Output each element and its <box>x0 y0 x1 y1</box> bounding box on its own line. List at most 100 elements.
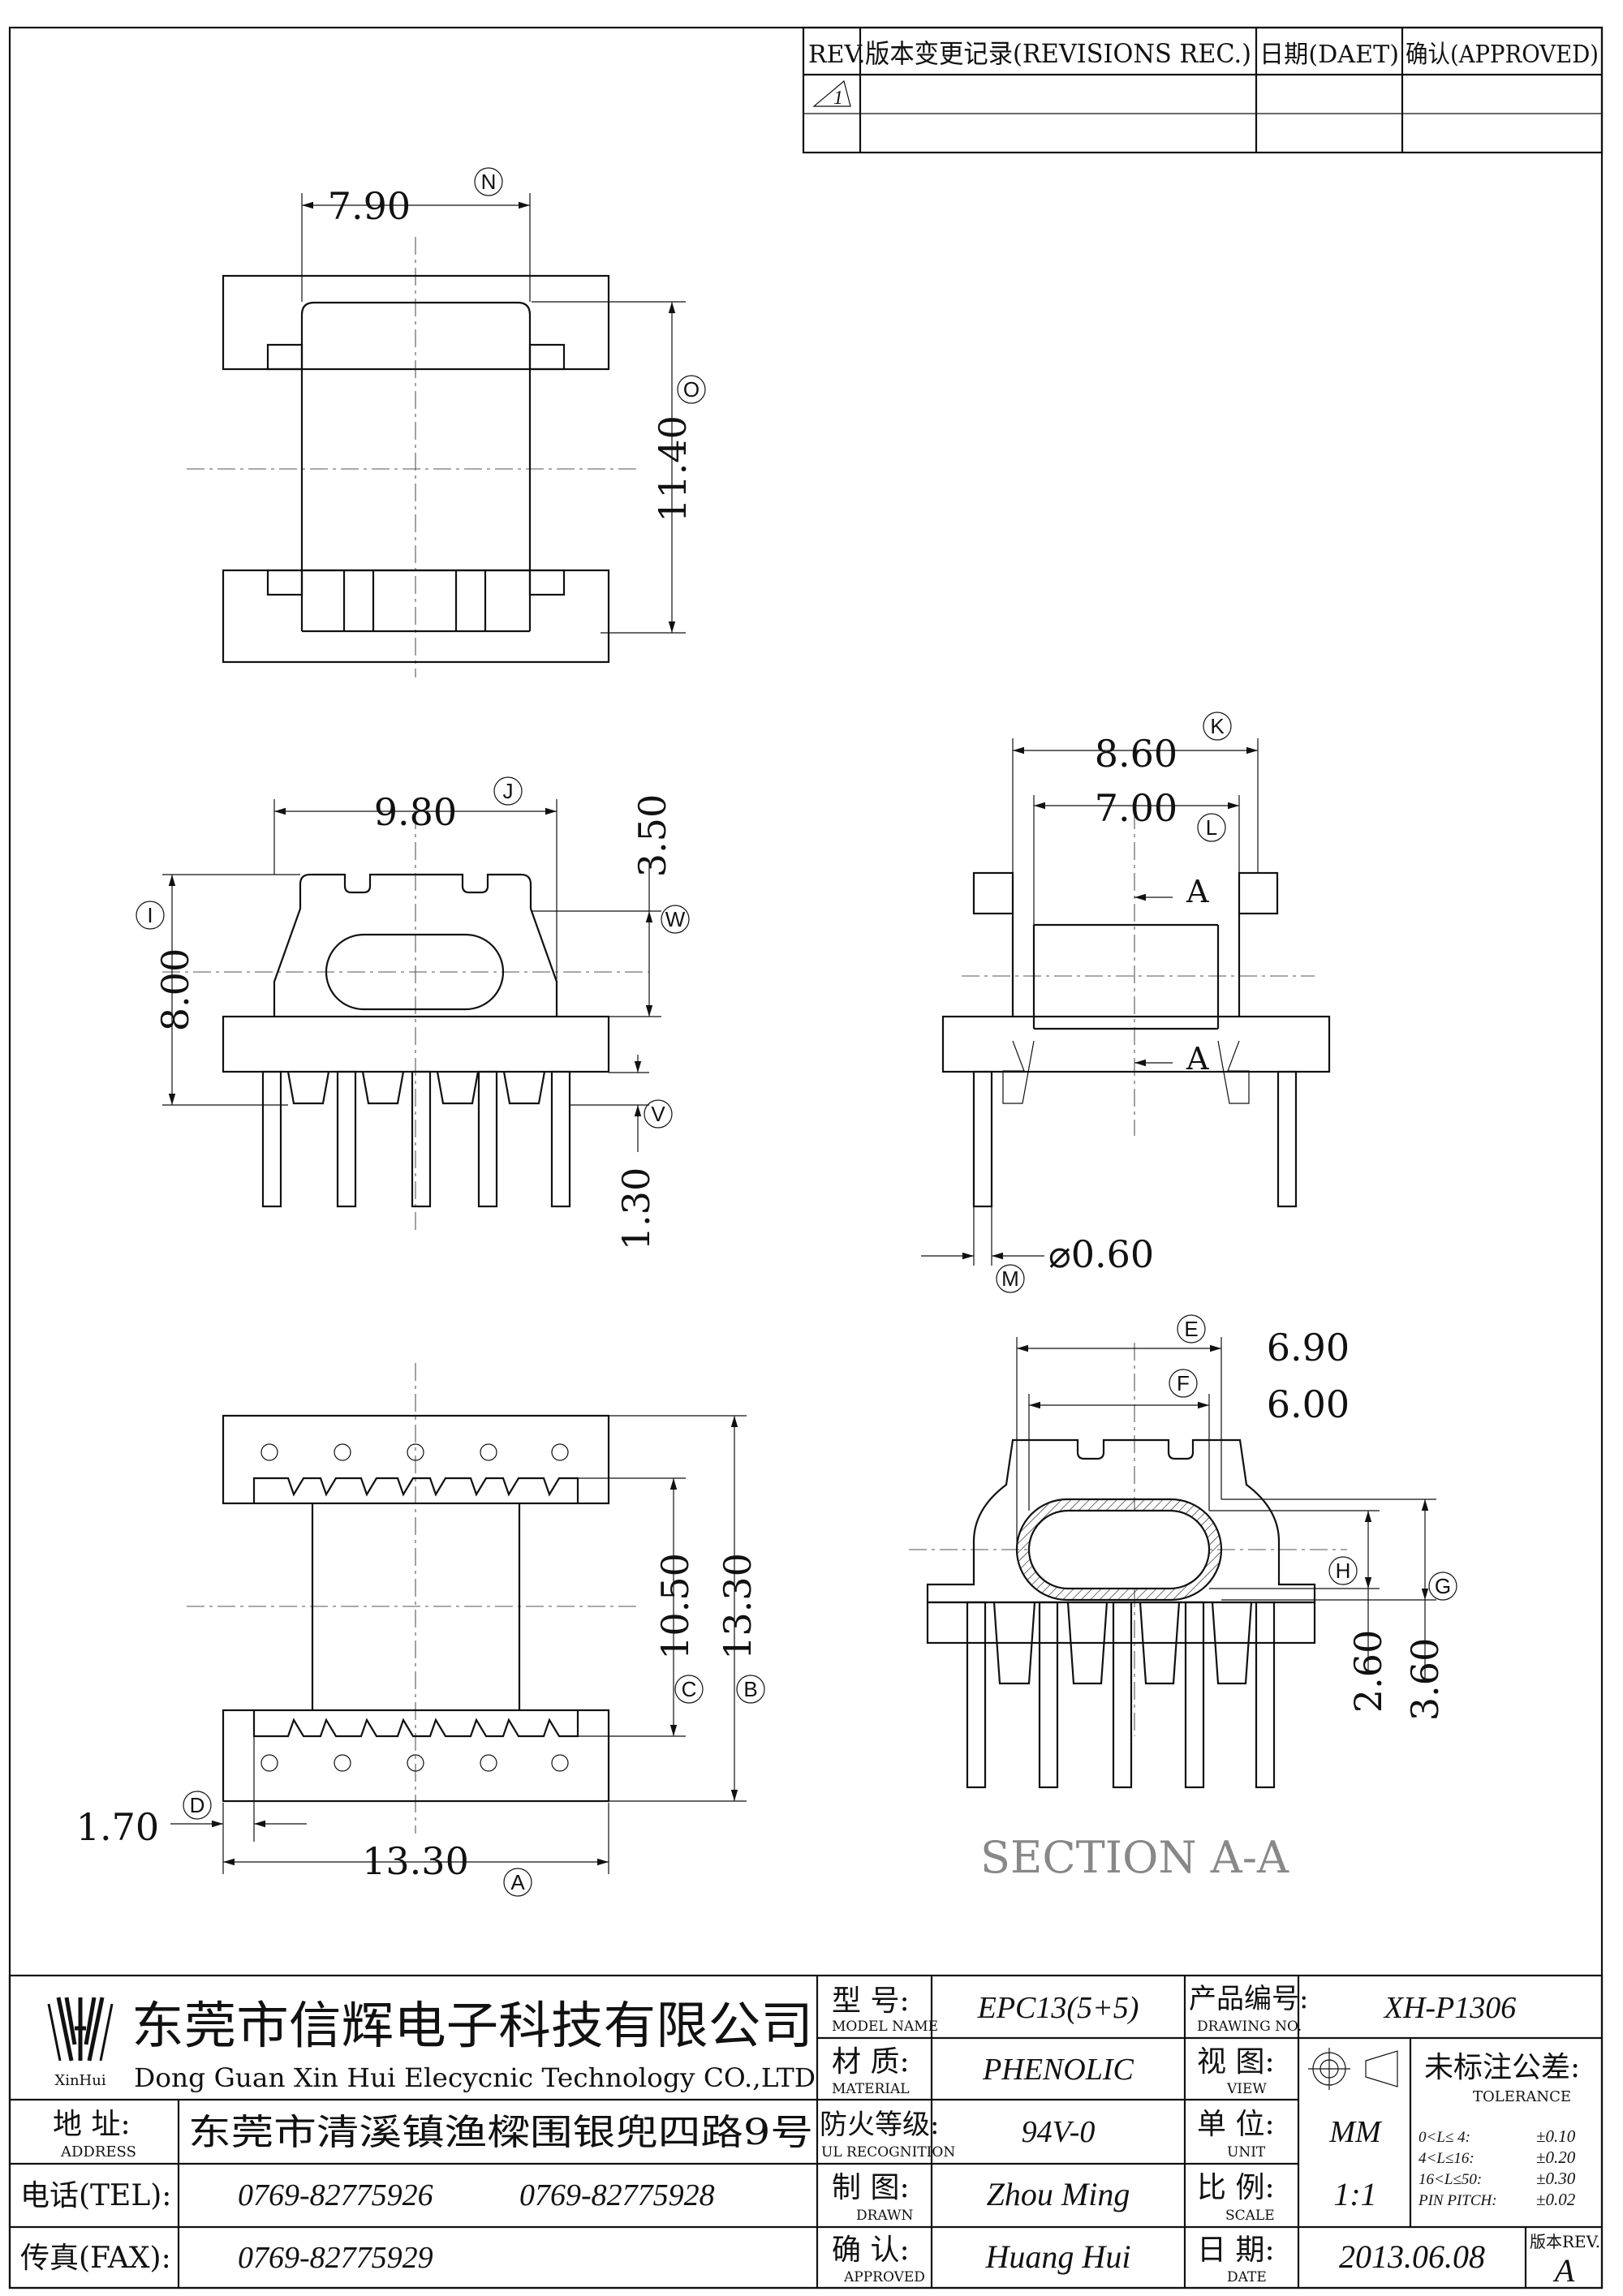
dim-J-value: 9.80 <box>374 790 457 834</box>
dim-D-value: 1.70 <box>76 1805 159 1849</box>
dim-F-value: 6.00 <box>1267 1382 1350 1426</box>
svg-text:L: L <box>1206 815 1217 840</box>
drawing-no-label-en: DRAWING NO. <box>1197 2019 1302 2035</box>
section-view-pins <box>966 1601 1276 1789</box>
dim-W-value: 3.50 <box>631 794 674 877</box>
section-arrow-label-bottom: A <box>1186 1041 1209 1077</box>
label-E: E <box>1177 1314 1206 1344</box>
tolerance-title-en: TOLERANCE <box>1473 2088 1571 2105</box>
section-arrow-label-top: A <box>1186 874 1209 909</box>
label-H: H <box>1328 1556 1358 1585</box>
ul-label: 防火等级: <box>820 2109 939 2141</box>
svg-text:O: O <box>683 377 700 402</box>
label-W: W <box>661 905 690 934</box>
tolerance-range-4: PIN PITCH: <box>1418 2192 1497 2209</box>
label-V: V <box>644 1099 673 1129</box>
label-B: B <box>736 1675 765 1704</box>
tolerance-value-4: ±0.02 <box>1536 2190 1576 2209</box>
svg-text:A: A <box>510 1870 525 1894</box>
company-logo: XinHui <box>47 1997 114 2089</box>
approved-label: 确 认: <box>832 2234 910 2267</box>
dim-B-value: 13.30 <box>716 1553 760 1660</box>
dim-A-value: 13.30 <box>362 1839 469 1883</box>
bottom-view-pin-holes <box>260 1443 569 1772</box>
revisions-record-header: 版本变更记录(REVISIONS REC.) <box>865 38 1251 69</box>
drawn-value: Zhou Ming <box>987 2176 1130 2212</box>
dim-H-value: 2.60 <box>1346 1630 1390 1713</box>
svg-text:W: W <box>665 907 686 931</box>
ul-label-en: UL RECOGNITION <box>821 2144 955 2161</box>
dim-N-value: 7.90 <box>328 184 411 228</box>
revision-mark: 1 <box>833 88 843 109</box>
ul-value: 94V-0 <box>1022 2115 1096 2149</box>
svg-text:D: D <box>190 1793 205 1817</box>
label-J: J <box>493 776 523 806</box>
rev-value: A <box>1552 2252 1575 2289</box>
date-label: 日 期: <box>1197 2234 1275 2267</box>
tel-value-1: 0769-82775926 <box>238 2178 433 2212</box>
rev-label: 版本REV. <box>1530 2232 1600 2251</box>
label-K: K <box>1203 712 1232 741</box>
model-label: 型 号: <box>832 1984 910 2018</box>
label-G: G <box>1428 1572 1457 1601</box>
address-label: 地 址: <box>53 2108 131 2141</box>
dim-O-value: 11.40 <box>651 415 695 522</box>
dim-L-value: 7.00 <box>1095 786 1177 830</box>
unit-label: 单 位: <box>1197 2108 1275 2141</box>
address-label-en: ADDRESS <box>60 2143 136 2161</box>
unit-label-en: UNIT <box>1227 2144 1266 2161</box>
revision-table: REV. 版本变更记录(REVISIONS REC.) 日期(DAET) 确认(… <box>802 26 1604 154</box>
top-view: 7.90 N 11.40 O <box>187 167 706 677</box>
date-value: 2013.06.08 <box>1339 2238 1485 2275</box>
label-N: N <box>474 167 503 196</box>
rev-header: REV. <box>808 41 865 69</box>
label-L: L <box>1197 813 1226 842</box>
svg-text:V: V <box>651 1102 665 1126</box>
bottom-view: 10.50 C 13.30 B 13.30 A 1.70 D <box>76 1363 765 1897</box>
svg-text:B: B <box>743 1677 757 1701</box>
tel-label: 电话(TEL): <box>20 2179 171 2212</box>
date-label-en: DATE <box>1227 2269 1267 2285</box>
svg-text:F: F <box>1177 1371 1190 1395</box>
material-label: 材 质: <box>832 2045 910 2079</box>
svg-text:I: I <box>147 903 153 927</box>
approved-header: 确认(APPROVED) <box>1406 41 1599 69</box>
drawing-no-label: 产品编号: <box>1189 1983 1308 2015</box>
dim-K-value: 8.60 <box>1095 732 1177 776</box>
tolerance-title: 未标注公差: <box>1424 2051 1580 2084</box>
view-label-en: VIEW <box>1226 2081 1267 2097</box>
unit-value: MM <box>1328 2115 1383 2149</box>
tolerance-range-1: 0<L≤ 4: <box>1419 2129 1470 2146</box>
svg-text:C: C <box>682 1677 697 1701</box>
drawing-border <box>8 26 1604 2290</box>
drawn-label: 制 图: <box>832 2171 910 2204</box>
projection-symbol-icon <box>1308 2048 1398 2090</box>
label-A: A <box>503 1868 532 1897</box>
label-F: F <box>1169 1369 1198 1398</box>
approved-value: Huang Hui <box>985 2238 1131 2275</box>
svg-text:J: J <box>503 779 514 803</box>
label-O: O <box>677 375 706 404</box>
svg-text:E: E <box>1184 1317 1198 1341</box>
tel-value-2: 0769-82775928 <box>519 2178 715 2212</box>
scale-label-en: SCALE <box>1225 2208 1275 2224</box>
company-name-cn: 东莞市信辉电子科技有限公司 <box>131 1996 813 2055</box>
material-label-en: MATERIAL <box>832 2081 910 2097</box>
label-C: C <box>674 1675 704 1704</box>
fax-label: 传真(FAX): <box>20 2242 171 2275</box>
dim-C-value: 10.50 <box>653 1553 697 1660</box>
scale-value: 1:1 <box>1333 2176 1376 2212</box>
section-title: SECTION A-A <box>980 1832 1289 1883</box>
dim-E-value: 6.90 <box>1267 1326 1350 1369</box>
model-value: EPC13(5+5) <box>977 1991 1139 2025</box>
svg-text:N: N <box>481 170 497 194</box>
svg-text:M: M <box>1001 1266 1019 1291</box>
title-block: XinHui 东莞市信辉电子科技有限公司 Dong Guan Xin Hui E… <box>8 1974 1604 2290</box>
date-header: 日期(DAET) <box>1259 41 1399 69</box>
fax-value: 0769-82775929 <box>238 2241 433 2275</box>
label-I: I <box>136 901 165 930</box>
tolerance-value-3: ±0.30 <box>1536 2169 1576 2188</box>
label-D: D <box>183 1791 212 1820</box>
front-view-pins <box>261 1070 571 1208</box>
